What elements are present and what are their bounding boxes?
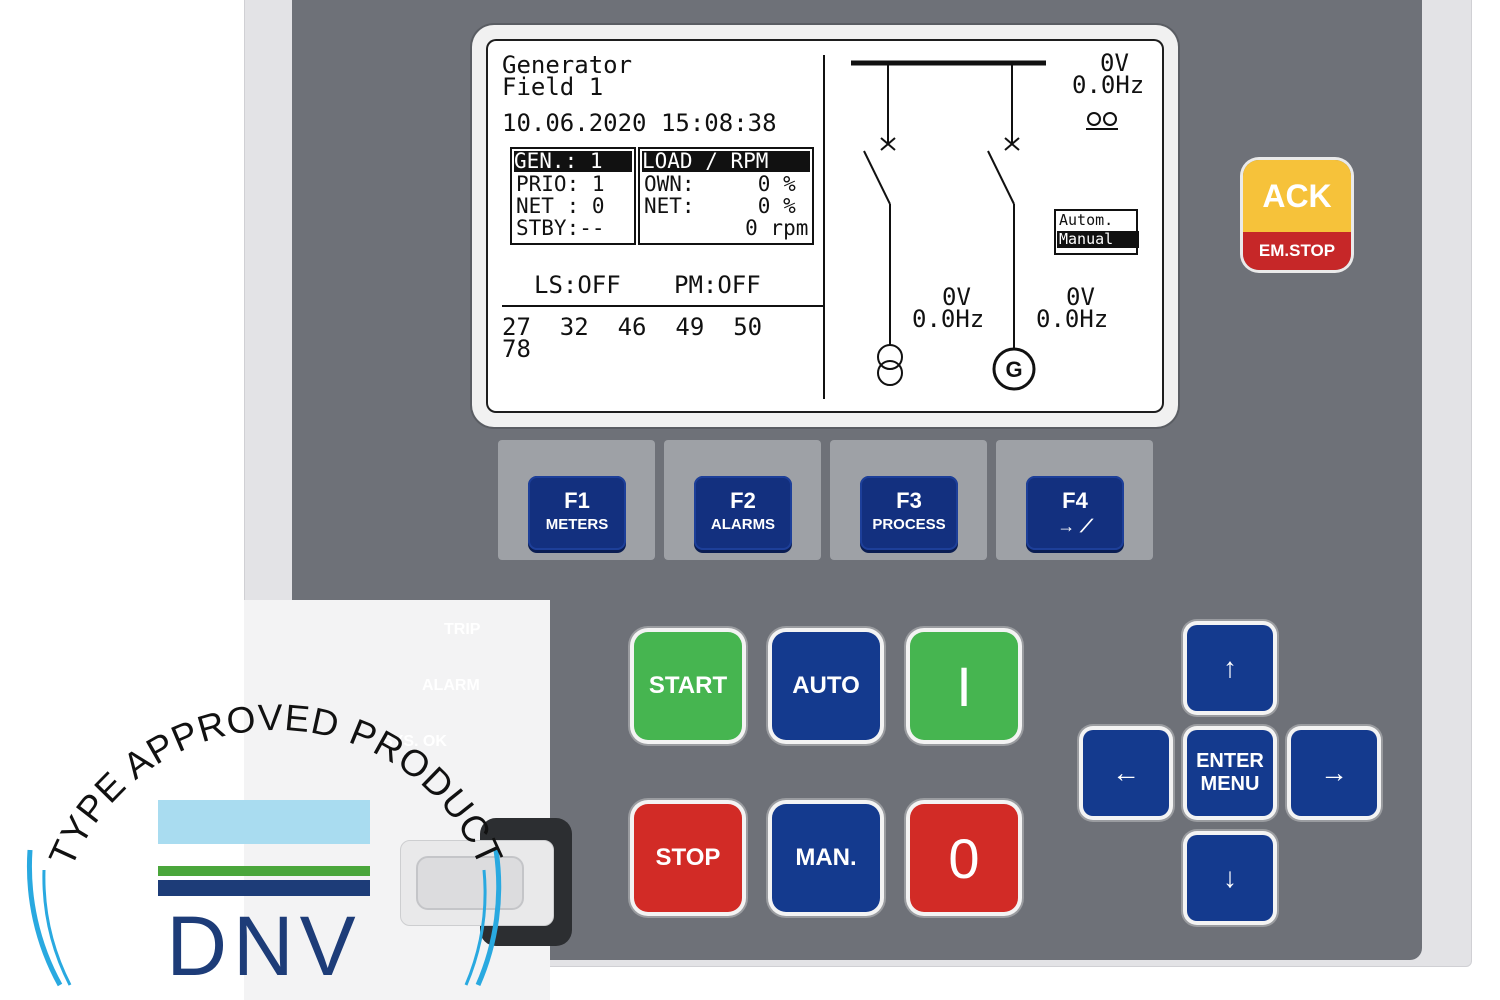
lcd-screen: Generator Field 1 10.06.2020 15:08:38 GE… <box>486 39 1164 413</box>
gen-breaker-open <box>987 150 1015 205</box>
net-load-row: NET: 0 % <box>644 194 796 218</box>
f1-meters-button[interactable]: F1 METERS <box>528 476 626 550</box>
gen-voltage: 0V <box>1066 283 1095 311</box>
busbar-frequency: 0.0Hz <box>1072 71 1145 99</box>
breaker-off-button[interactable]: 0 <box>910 804 1018 912</box>
f2-alarms-button[interactable]: F2 ALARMS <box>694 476 792 550</box>
stop-button[interactable]: STOP <box>634 804 742 912</box>
start-button[interactable]: START <box>634 632 742 740</box>
on-label: I <box>956 654 972 718</box>
single-line-diagram: G <box>851 60 1118 391</box>
lcd-datetime: 10.06.2020 15:08:38 <box>502 109 777 137</box>
arrow-right-button[interactable]: → <box>1291 730 1377 816</box>
manual-label: MAN. <box>795 844 857 871</box>
alarm-led-label: ALARM <box>422 677 480 694</box>
dnv-logo-text: DNV <box>166 899 361 993</box>
f1-key-label: F1 <box>564 488 590 513</box>
mode-manual-label: Manual <box>1057 231 1139 248</box>
auto-button[interactable]: AUTO <box>772 632 880 740</box>
trip-led-label: TRIP <box>444 621 481 638</box>
f2-sub-label: ALARMS <box>710 516 776 533</box>
alarm-codes-line2: 78 <box>502 335 531 363</box>
sys-ok-led-label: SYS. OK <box>382 733 447 750</box>
arrow-right-icon: → <box>1320 757 1348 788</box>
breaker-on-button[interactable]: I <box>910 632 1018 740</box>
off-label: 0 <box>948 826 980 890</box>
own-load-row: OWN: 0 % <box>644 172 796 196</box>
transformer-icon <box>877 344 903 370</box>
type-approval-seal: TYPE APPROVED PRODUCT DNV <box>26 697 511 993</box>
generator-info-box: GEN.: 1 PRIO: 1 NET : 0 STBY:-- <box>510 147 636 245</box>
dsub-connector[interactable] <box>416 856 524 910</box>
stop-label: STOP <box>655 844 721 871</box>
seal-arc-text: TYPE APPROVED PRODUCT <box>41 697 511 872</box>
seal-ring-right <box>475 849 502 987</box>
f3-sub-label: PROCESS <box>872 516 946 533</box>
load-rpm-header: LOAD / RPM <box>642 151 810 172</box>
pm-status: PM:OFF <box>674 271 761 299</box>
dnv-band-navy <box>158 880 370 896</box>
ls-status: LS:OFF <box>534 271 621 299</box>
f1-sub-label: METERS <box>545 516 609 533</box>
net-row: NET : 0 <box>516 194 605 218</box>
manual-button[interactable]: MAN. <box>772 804 880 912</box>
fan-icon <box>1087 112 1101 126</box>
em-stop-label: EM.STOP <box>1243 232 1351 270</box>
mode-indicator: Autom. Manual <box>1054 209 1139 255</box>
menu-label: MENU <box>1200 773 1260 795</box>
dnv-band-green <box>158 866 370 876</box>
lcd-subtitle: Field 1 <box>502 73 604 101</box>
lcd-divider-horizontal <box>502 305 824 307</box>
ack-label: ACK <box>1243 160 1351 232</box>
busbar-voltage: 0V <box>1100 49 1129 77</box>
f4-key-label: F4 <box>1062 488 1088 513</box>
generator-symbol: G <box>1005 357 1022 382</box>
f4-breaker-button[interactable]: F4 → ⟋ <box>1026 476 1124 550</box>
f2-key-label: F2 <box>730 488 756 513</box>
lcd-title: Generator <box>502 51 633 79</box>
ack-button[interactable]: ACK EM.STOP <box>1243 160 1351 270</box>
arrow-left-button[interactable]: ← <box>1083 730 1169 816</box>
mode-autom-label: Autom. <box>1059 211 1114 229</box>
arrow-down-button[interactable]: ↓ <box>1187 835 1273 921</box>
lcd-divider-vertical <box>823 55 825 399</box>
arrow-down-icon: ↓ <box>1223 862 1237 893</box>
breaker-open-icon: → ⟋ <box>1057 516 1093 536</box>
enter-label: ENTER <box>1196 750 1264 772</box>
auto-label: AUTO <box>792 672 860 699</box>
generator-icon <box>992 347 1036 391</box>
standby-row: STBY:-- <box>516 216 605 240</box>
gen-number-row: GEN.: 1 <box>514 151 632 172</box>
alarm-codes-line1: 27 32 46 49 50 <box>502 313 763 341</box>
arrow-left-icon: ← <box>1112 757 1140 788</box>
gen-frequency: 0.0Hz <box>1036 305 1109 333</box>
f3-key-label: F3 <box>896 488 922 513</box>
grid-breaker-open <box>863 150 891 205</box>
dnv-band-light-blue <box>158 800 370 844</box>
grid-voltage: 0V <box>942 283 971 311</box>
grid-frequency: 0.0Hz <box>912 305 985 333</box>
load-rpm-box: LOAD / RPM OWN: 0 % NET: 0 % 0 rpm <box>638 147 814 245</box>
rpm-row: 0 rpm <box>644 216 809 240</box>
arrow-up-icon: ↑ <box>1223 652 1237 683</box>
priority-row: PRIO: 1 <box>516 172 605 196</box>
seal-ring-left <box>26 849 63 987</box>
arrow-up-button[interactable]: ↑ <box>1187 625 1273 711</box>
start-label: START <box>648 672 728 699</box>
f3-process-button[interactable]: F3 PROCESS <box>860 476 958 550</box>
